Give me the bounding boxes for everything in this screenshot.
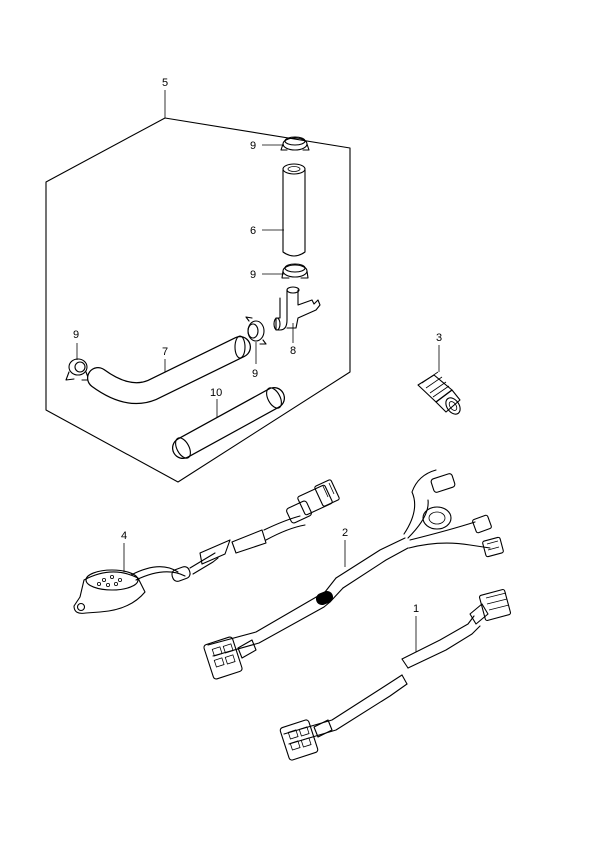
harness-part-1[interactable] [279,588,512,761]
callout-10: 10 [210,387,222,399]
callout-9: 9 [252,368,258,380]
hose-part-6[interactable] [282,163,306,257]
callout-labels: 5 9 6 9 8 9 9 7 10 3 4 2 1 [73,77,442,615]
callout-9: 9 [250,269,256,281]
fitting-part-3[interactable] [417,371,463,417]
callout-1: 1 [413,603,419,615]
callout-6: 6 [250,225,256,237]
joint-part-8[interactable] [273,286,321,331]
callout-2: 2 [342,527,348,539]
clamp-part-9-right[interactable] [245,316,267,345]
callout-5: 5 [162,77,168,89]
harness-part-2[interactable] [203,469,504,680]
kit-outline [45,117,351,483]
hose-part-7[interactable] [87,335,251,404]
leader-lines [76,90,440,652]
callout-4: 4 [121,530,127,542]
hose-part-10[interactable] [172,385,285,460]
callout-7: 7 [162,346,168,358]
callout-3: 3 [436,332,442,344]
callout-9: 9 [73,329,79,341]
clamp-part-9-middle[interactable] [281,263,309,279]
clamp-part-9-top[interactable] [280,136,310,151]
buzzer-part-4[interactable] [73,479,340,614]
clamp-part-9-left[interactable] [65,358,90,381]
callout-8: 8 [290,345,296,357]
callout-9: 9 [250,140,256,152]
